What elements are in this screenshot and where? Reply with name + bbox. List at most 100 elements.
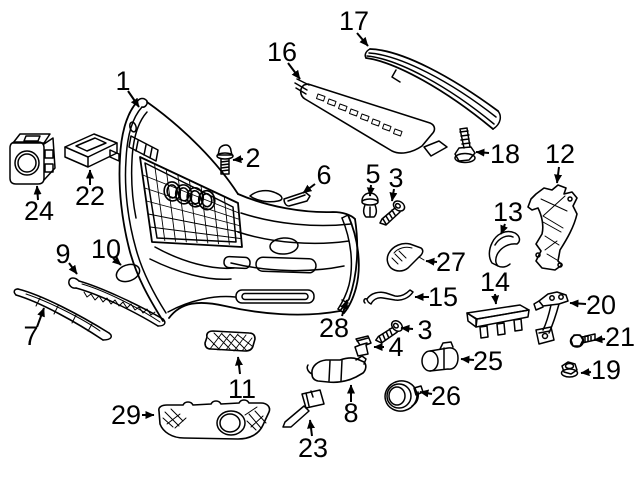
callout-17-2: 17 [339, 6, 369, 47]
part-number-label: 22 [75, 181, 105, 211]
callout-15-15: 15 [414, 282, 458, 312]
callout-1-0: 1 [115, 66, 140, 108]
callout-10-13: 10 [91, 234, 122, 266]
leader-arrow [554, 166, 563, 184]
leader-arrow [127, 90, 140, 108]
callout-28-19: 28 [319, 299, 349, 343]
callout-22-7: 22 [75, 169, 105, 211]
part-number-label: 28 [319, 313, 349, 343]
part-number-label: 6 [316, 160, 331, 190]
part-number-label: 27 [436, 247, 466, 277]
callout-25-23: 25 [460, 346, 503, 376]
leader-arrow [356, 32, 369, 47]
part-number-label: 11 [228, 374, 256, 404]
impact-bar-illustration [364, 48, 502, 130]
leader-arrow [500, 223, 508, 235]
callout-11-26: 11 [228, 356, 256, 404]
fog-grille-illustration [204, 330, 256, 352]
sensor-box-illustration [9, 133, 56, 185]
callout-7-18: 7 [23, 307, 45, 351]
leader-arrow [491, 293, 500, 305]
part-number-label: 29 [111, 400, 141, 430]
control-module-illustration [64, 133, 120, 168]
callout-9-12: 9 [55, 239, 78, 275]
leader-arrow [340, 299, 349, 317]
leader-arrow [419, 389, 433, 398]
callout-12-5: 12 [545, 139, 575, 184]
tow-hook-cover-illustration [115, 263, 141, 283]
serrated-strip-illustration [68, 277, 166, 327]
guide-piece-illustration [488, 230, 521, 268]
leader-arrow [307, 419, 316, 437]
callout-19-24: 19 [580, 355, 621, 385]
part-number-label: 1 [115, 66, 130, 96]
part-number-label: 17 [339, 6, 369, 36]
part-number-label: 2 [245, 143, 260, 173]
leader-arrow [400, 324, 414, 333]
bracket-illustration-23 [282, 389, 325, 428]
leader-arrow [580, 368, 592, 377]
leader-arrow [232, 155, 244, 164]
bolt-illustration-18 [454, 127, 476, 164]
part-number-label: 3 [388, 163, 403, 193]
part-number-label: 16 [267, 37, 297, 67]
callout-21-22: 21 [593, 322, 635, 352]
callout-5-9: 5 [365, 159, 381, 197]
trim-strip-illustration-7 [13, 288, 112, 341]
leader-arrow [36, 307, 45, 328]
part-number-label: 4 [388, 332, 403, 362]
callout-26-25: 26 [419, 381, 461, 411]
part-number-label: 5 [365, 159, 380, 189]
leader-arrow [33, 185, 42, 201]
center-support-illustration [466, 304, 530, 339]
part-number-label: 9 [55, 239, 70, 269]
part-number-label: 23 [298, 433, 328, 463]
callout-20-17: 20 [569, 290, 616, 320]
clip-illustration-4 [354, 335, 372, 357]
callout-2-1: 2 [232, 143, 261, 173]
trim-strip-illustration-6 [283, 191, 311, 207]
part-number-label: 14 [480, 267, 510, 297]
callout-23-28: 23 [298, 419, 328, 463]
callout-29-27: 29 [111, 400, 155, 430]
leader-arrow [425, 257, 438, 266]
callout-4-21: 4 [373, 332, 404, 362]
bolt-illustration-21 [569, 333, 596, 348]
callout-3-20: 3 [400, 315, 433, 345]
callout-3-10: 3 [388, 163, 404, 202]
callout-24-6: 24 [24, 185, 54, 226]
audi-rings-logo [163, 181, 216, 211]
part-number-label: 3 [417, 315, 432, 345]
part-number-label: 7 [23, 321, 38, 351]
callout-13-11: 13 [493, 197, 523, 235]
side-bracket-illustration [527, 184, 578, 271]
leader-arrow [593, 335, 606, 344]
leader-arrow [235, 356, 243, 375]
callout-14-16: 14 [480, 267, 510, 305]
callout-8-29: 8 [343, 384, 359, 428]
callout-16-3: 16 [267, 37, 301, 80]
callout-6-8: 6 [302, 160, 332, 194]
part-number-label: 20 [586, 290, 616, 320]
nut-illustration [560, 361, 579, 378]
parking-sensor-illustration [421, 341, 459, 372]
part-number-label: 26 [431, 381, 461, 411]
grille-illustration [139, 156, 243, 248]
grille-support-illustration [294, 78, 448, 157]
corner-trim-illustration [386, 242, 425, 272]
part-number-label: 13 [493, 197, 523, 227]
bracket-illustration-15 [363, 289, 414, 305]
fog-bezel-illustration [158, 399, 271, 440]
bracket-illustration-20 [533, 291, 569, 345]
leader-arrow [569, 299, 587, 308]
part-number-label: 8 [343, 398, 358, 428]
part-number-label: 15 [428, 282, 458, 312]
part-number-label: 19 [591, 355, 621, 385]
part-number-label: 18 [490, 139, 520, 169]
callout-27-14: 27 [425, 247, 466, 277]
leader-arrow [460, 355, 475, 364]
